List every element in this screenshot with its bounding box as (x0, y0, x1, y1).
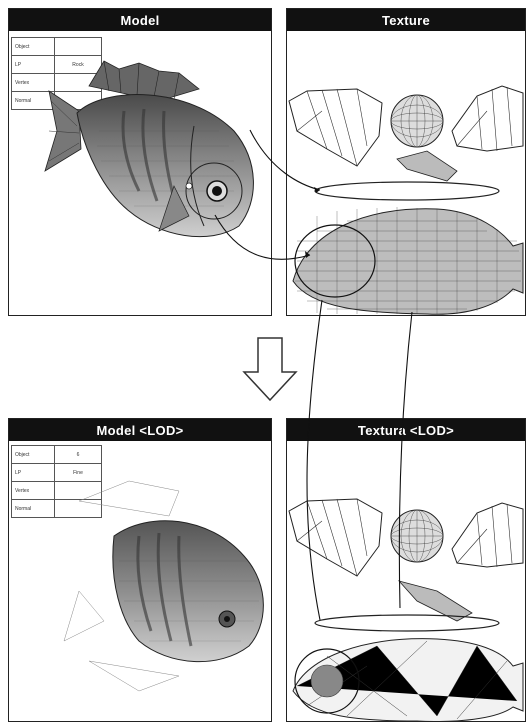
texture-atlas (287, 31, 525, 315)
fish-lod-render (9, 441, 271, 721)
texture-lod-panel-title: Textura <LOD> (287, 419, 525, 441)
texture-panel-title: Texture (287, 9, 525, 31)
texture-panel: Texture (286, 8, 526, 316)
texture-lod-panel: Textura <LOD> (286, 418, 526, 722)
texture-lod-atlas (287, 441, 525, 721)
model-lod-panel-title: Model <LOD> (9, 419, 271, 441)
down-arrow-icon (240, 336, 300, 406)
texture-viewport (287, 31, 525, 315)
fish-model-render (9, 31, 271, 315)
texture-lod-viewport (287, 441, 525, 721)
model-panel-title: Model (9, 9, 271, 31)
